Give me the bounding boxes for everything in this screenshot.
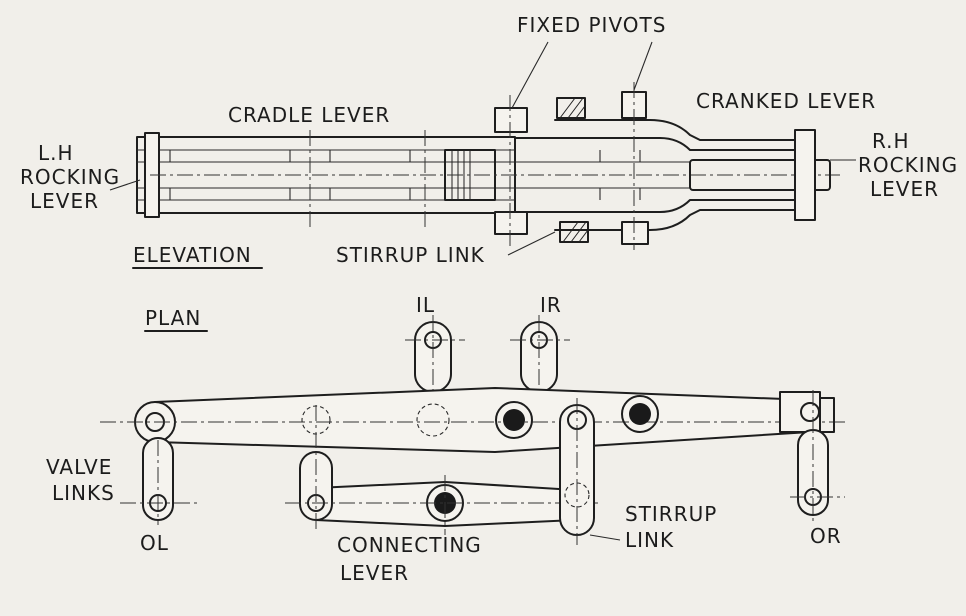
fixed-pivot-stud-left-bottom xyxy=(494,211,528,235)
leader-stirrup-link-bottom xyxy=(589,534,621,541)
label-stirrup-link-top: STIRRUP LINK xyxy=(336,243,485,267)
label-or: OR xyxy=(810,524,842,548)
rh-rocking-lever-boss xyxy=(794,129,816,221)
pivot-solid-1 xyxy=(503,409,525,431)
label-links: LINKS xyxy=(52,481,115,505)
label-rh: R.H xyxy=(872,129,910,153)
leader-lh-rocking xyxy=(109,179,141,191)
label-cranked-lever: CRANKED LEVER xyxy=(696,89,876,113)
label-rh-rocking: ROCKING xyxy=(858,153,958,177)
fixed-pivot-stud-left-top xyxy=(494,107,528,133)
label-il: IL xyxy=(416,293,435,317)
leader-stirrup-link-top xyxy=(507,231,556,256)
label-lh-lever: LEVER xyxy=(30,189,99,213)
leader-fixed-pivots-left xyxy=(511,41,549,109)
fixed-pivot-stud-right-bottom xyxy=(621,221,649,245)
elevation-view xyxy=(109,41,856,256)
plan-view xyxy=(100,315,845,545)
cradle-lever-plan xyxy=(154,387,811,453)
label-plan: PLAN xyxy=(145,306,201,330)
label-link: LINK xyxy=(625,528,674,552)
label-connecting-lever: LEVER xyxy=(340,561,409,585)
label-connecting: CONNECTING xyxy=(337,533,482,557)
label-valve: VALVE xyxy=(46,455,112,479)
hatched-pad-top xyxy=(556,97,586,119)
label-rh-lever: LEVER xyxy=(870,177,939,201)
label-fixed-pivots: FIXED PIVOTS xyxy=(517,13,666,37)
label-elevation: ELEVATION xyxy=(133,243,252,267)
label-ol: OL xyxy=(140,531,169,555)
label-lh: L.H xyxy=(38,141,74,165)
leader-fixed-pivots-right xyxy=(633,41,653,91)
labels: FIXED PIVOTS CRADLE LEVER CRANKED LEVER … xyxy=(20,13,958,585)
rh-rocking-lever-shaft xyxy=(689,159,831,191)
label-stirrup: STIRRUP xyxy=(625,502,717,526)
label-ir: IR xyxy=(540,293,562,317)
label-lh-rocking: ROCKING xyxy=(20,165,120,189)
hatched-pad-bottom xyxy=(559,221,589,243)
label-cradle-lever: CRADLE LEVER xyxy=(228,103,390,127)
pivot-solid-2 xyxy=(629,403,651,425)
